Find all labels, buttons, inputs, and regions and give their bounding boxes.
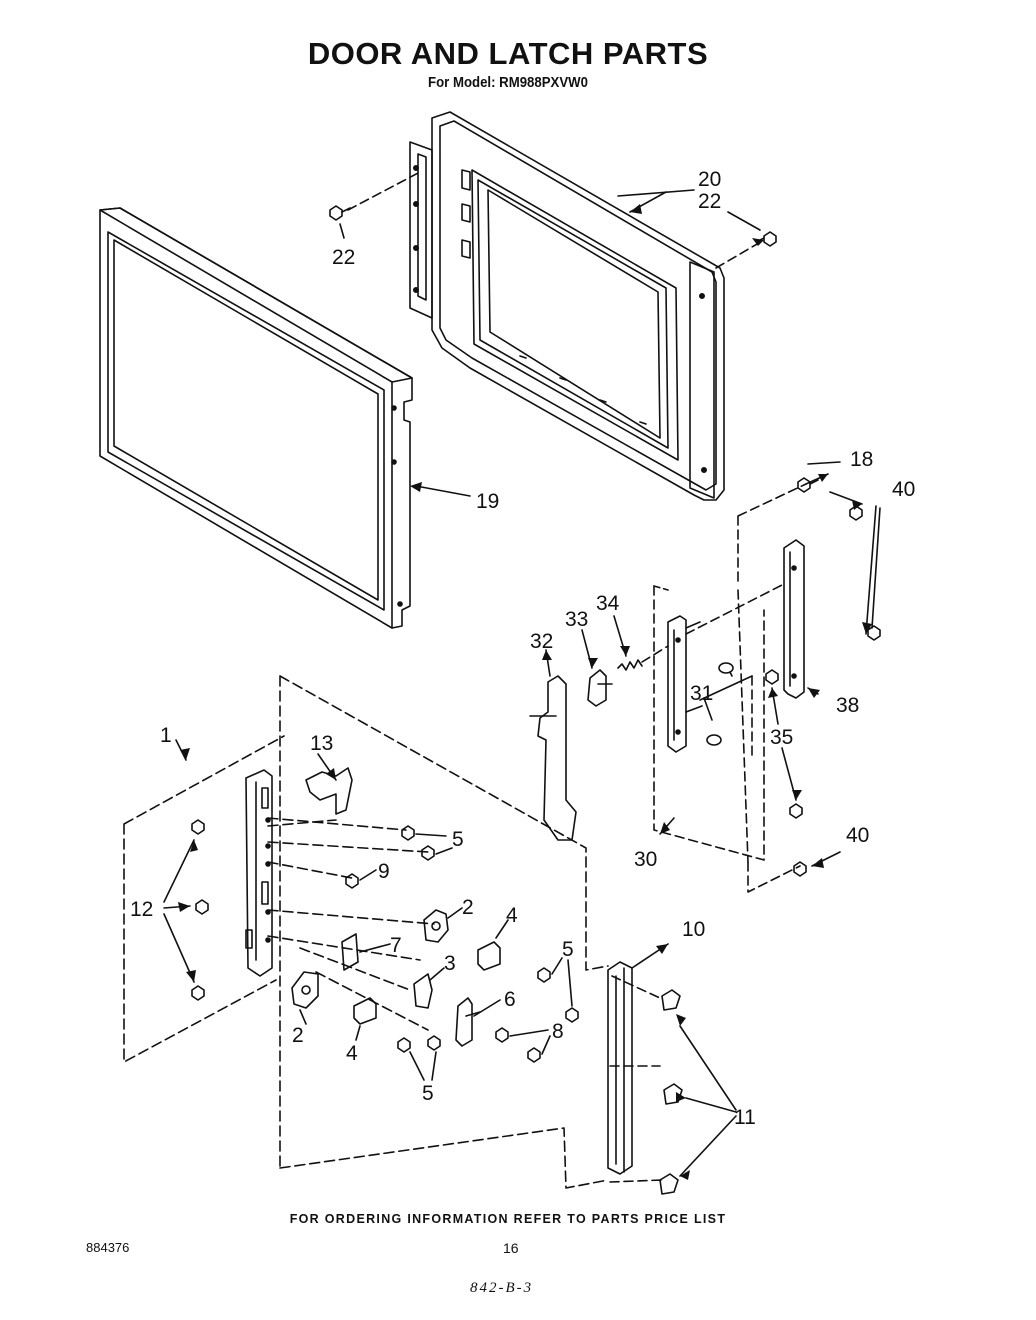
callout-6: 6 [504,988,516,1011]
callout-5-c: 5 [422,1082,434,1105]
callout-5-a: 5 [452,828,464,851]
callout-9: 9 [378,860,390,883]
screw-part-18 [798,478,818,492]
callout-3: 3 [444,952,456,975]
leader-22-left [348,172,420,210]
callout-5-b: 5 [562,938,574,961]
callout-13: 13 [310,732,333,755]
latch-part-6 [456,998,480,1046]
switch-part-31-upper [719,663,733,676]
page-number: 16 [503,1240,519,1256]
latch-lever-part-32 [530,676,576,840]
callout-2-lower: 2 [292,1024,304,1047]
callout-31: 31 [690,682,713,705]
callout-30: 30 [634,848,657,871]
spring-part-34 [618,660,642,670]
callout-2-upper: 2 [462,896,474,919]
inner-door-frame-part-20 [410,112,724,500]
callout-20: 20 [698,168,721,191]
latch-assembly-outline-part-30 [654,586,764,860]
cam-part-2-lower [292,972,318,1008]
callout-34: 34 [596,592,620,615]
screw-part-12-middle [196,900,208,914]
callout-10: 10 [682,918,705,941]
screw-part-5-c [538,968,550,982]
callout-1: 1 [160,724,172,747]
block-part-4-upper [478,942,500,970]
callout-18: 18 [850,448,873,471]
screw-part-5-a [402,826,414,840]
screw-part-5-e [398,1038,410,1052]
screw-part-12-lower [192,986,204,1000]
callout-40-lower: 40 [846,824,869,847]
screw-part-35-upper [766,670,778,684]
screw-part-40-lower [794,862,806,876]
callout-7: 7 [390,934,402,957]
screw-part-22-left [330,206,350,220]
model-subtitle: For Model: RM988PXVW0 [428,74,588,91]
screw-part-8-b [528,1048,540,1062]
latch-part-3 [414,974,432,1008]
latch-assembly-outline-part-1 [124,736,284,1062]
screw-part-9 [346,874,358,888]
page-title: DOOR AND LATCH PARTS [307,36,709,71]
callout-32: 32 [530,630,553,653]
screw-part-12-upper [192,820,204,834]
callout-38: 38 [836,694,859,717]
callout-22-left: 22 [332,246,355,269]
switch-part-31-lower [707,735,721,745]
callout-35: 35 [770,726,793,749]
document-number: 884376 [86,1240,130,1255]
leader-22-right [716,240,764,268]
clip-part-11-upper [662,990,680,1010]
callout-4-upper: 4 [506,904,518,927]
handwritten-code: 842-B-3 [470,1280,534,1296]
screw-part-5-f [428,1036,440,1050]
door-panel-part-19 [100,208,412,628]
screw-part-5-d [566,1008,578,1022]
callout-11: 11 [734,1106,756,1129]
screw-part-35-lower [790,804,802,818]
latch-plate-part-30 [668,616,702,752]
latch-bracket-part-38 [784,540,804,698]
ordering-note: FOR ORDERING INFORMATION REFER TO PARTS … [289,1212,727,1226]
screw-part-40-middle [868,626,880,640]
screw-part-22-right [758,232,776,246]
callout-4-lower: 4 [346,1042,358,1065]
callout-19: 19 [476,490,499,513]
latch-hook-part-33 [588,670,612,706]
rail-part-10 [608,962,632,1174]
block-part-4-lower [354,998,376,1024]
callout-33: 33 [565,608,588,631]
callout-8: 8 [552,1020,564,1043]
callout-labels: 20 22 22 19 18 40 34 33 32 31 38 35 1 13… [130,168,915,1129]
callout-22-right: 22 [698,190,721,213]
screw-part-5-b [422,846,434,860]
plate-part-7 [342,934,358,970]
callout-40-upper: 40 [892,478,915,501]
callout-12: 12 [130,898,153,921]
screw-part-8-a [496,1028,508,1042]
cam-part-2-upper [424,910,448,942]
latch-bracket-part-1 [246,770,272,976]
clip-part-11-lower [660,1174,678,1194]
